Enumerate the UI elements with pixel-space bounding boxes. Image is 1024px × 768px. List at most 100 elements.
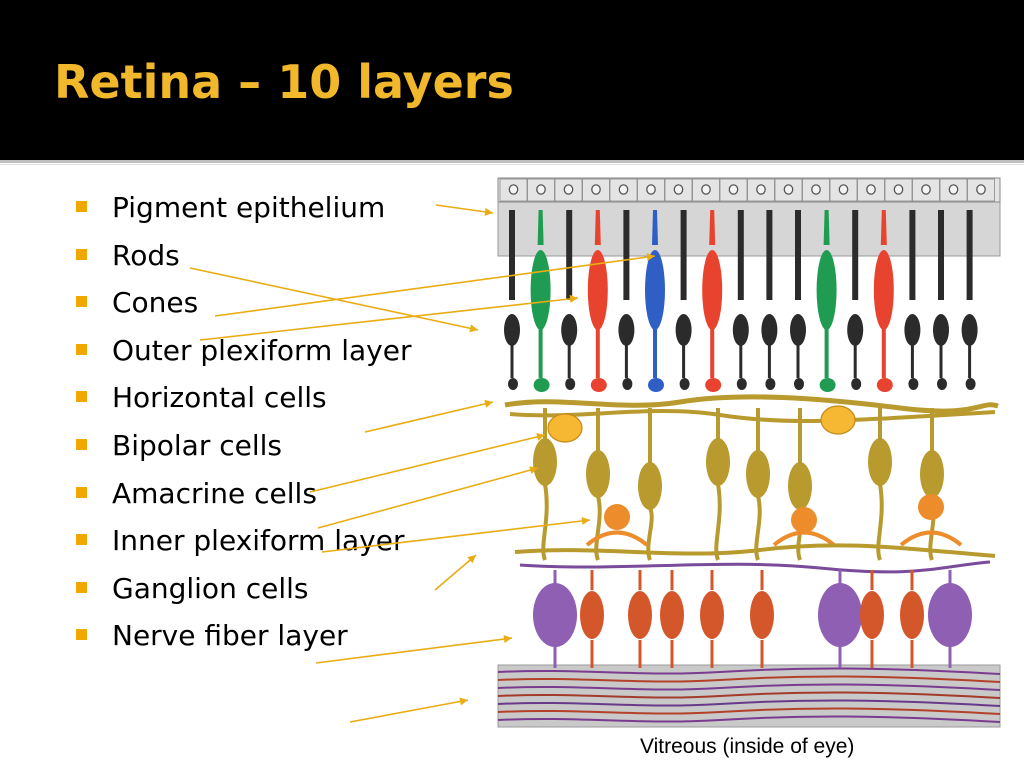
- epithelium-cell: [802, 178, 830, 202]
- list-item-label: Rods: [112, 238, 180, 272]
- nerve-fiber: [497, 675, 1001, 683]
- rod-terminal: [508, 378, 518, 390]
- slide-header: [0, 0, 1024, 160]
- epithelium-cell: [857, 178, 885, 202]
- epithelium-cell: [637, 178, 665, 202]
- epithelium-nucleus: [783, 184, 794, 195]
- pointer-arrow-line: [317, 467, 539, 529]
- outer-plexiform-fiber: [504, 394, 999, 414]
- epithelium-nucleus: [618, 184, 629, 195]
- square-bullet-icon: [76, 248, 87, 260]
- list-item-label: Amacrine cells: [112, 476, 317, 510]
- bipolar-axon: [594, 495, 602, 561]
- cone-outer-segment: [709, 210, 716, 245]
- epithelium-nucleus: [591, 184, 601, 195]
- epithelium-cell: [719, 178, 748, 202]
- arrowhead-icon: [469, 324, 478, 333]
- horizontal-cell: [820, 405, 856, 435]
- bipolar-axon: [714, 483, 722, 561]
- pointer-arrow-line: [309, 434, 546, 493]
- epithelium-cell: [499, 178, 528, 202]
- rod-cell-body: [847, 314, 864, 346]
- horizontal-cell: [547, 413, 583, 443]
- bipolar-cell: [920, 450, 944, 498]
- nerve-fiber: [497, 691, 1001, 699]
- list-item-label: Cones: [112, 286, 199, 320]
- list-item: Horizontal cells: [70, 374, 411, 422]
- rod-outer-segment: [623, 210, 630, 300]
- rod-outer-segment: [766, 210, 773, 300]
- rod-terminal: [851, 378, 862, 390]
- rod-cell-body: [790, 314, 806, 346]
- epithelium-cell: [967, 178, 995, 202]
- ganglion-cell: [928, 583, 972, 647]
- epithelium-cell: [774, 178, 803, 202]
- cone-pedicle: [533, 378, 550, 392]
- epithelium-nucleus: [921, 184, 931, 195]
- rod-cell-body: [561, 314, 578, 346]
- arrowhead-icon: [467, 555, 476, 564]
- rod-terminal: [565, 378, 576, 390]
- arrowhead-icon: [503, 635, 512, 643]
- epithelium-nucleus: [701, 184, 711, 195]
- bipolar-cell: [706, 438, 730, 486]
- epithelium-nucleus: [866, 184, 876, 195]
- layer-list: Pigment epithelium Rods Cones Outer plex…: [70, 184, 411, 660]
- rod-terminal: [736, 378, 747, 390]
- cone-inner-segment: [645, 250, 665, 330]
- list-item-label: Bipolar cells: [112, 428, 283, 462]
- amacrine-process: [585, 530, 649, 547]
- list-item: Bipolar cells: [70, 422, 411, 470]
- list-item: Nerve fiber layer: [70, 612, 411, 660]
- epithelium-nucleus: [646, 184, 656, 195]
- rod-cell-body: [618, 314, 635, 346]
- layer-arrows: [189, 204, 656, 723]
- cone-pedicle: [705, 378, 722, 392]
- epithelium-nucleus: [948, 184, 959, 195]
- epithelium-cell: [664, 178, 693, 202]
- epithelium-nucleus: [893, 184, 904, 195]
- amacrine-process: [772, 530, 836, 547]
- rod-cell-body: [675, 314, 692, 346]
- list-item: Pigment epithelium: [70, 184, 411, 232]
- epithelium-cell: [912, 178, 940, 202]
- epithelium-nucleus: [508, 184, 519, 195]
- pointer-arrow-line: [315, 637, 513, 664]
- arrowhead-icon: [569, 294, 578, 303]
- pointer-arrow-line: [434, 554, 477, 591]
- cone-outer-segment: [537, 210, 544, 245]
- square-bullet-icon: [76, 343, 87, 355]
- epithelium-nucleus: [811, 184, 821, 195]
- square-bullet-icon: [76, 629, 87, 641]
- ganglion-cell: [900, 591, 924, 639]
- epithelium-cell: [747, 178, 775, 202]
- rod-cell-body: [904, 314, 921, 346]
- rod-outer-segment: [966, 210, 973, 300]
- rod-outer-segment: [938, 210, 944, 300]
- amacrine-cell: [918, 494, 944, 520]
- square-bullet-icon: [76, 438, 87, 450]
- bipolar-cell: [788, 462, 812, 510]
- rod-outer-segment: [566, 210, 573, 300]
- cone-outer-segment: [823, 210, 830, 245]
- bipolar-axon: [876, 483, 884, 561]
- ganglion-cell: [818, 583, 862, 647]
- list-item: Rods: [70, 232, 411, 280]
- cone-inner-segment: [816, 250, 837, 330]
- rod-cell-body: [761, 314, 778, 346]
- ganglion-cell: [700, 591, 724, 639]
- rod-outer-segment: [909, 210, 916, 300]
- pointer-arrow-line: [435, 204, 494, 214]
- nerve-fiber: [497, 683, 1001, 691]
- ganglion-cell: [628, 591, 652, 639]
- epithelium-nucleus: [563, 184, 574, 195]
- square-bullet-icon: [76, 534, 87, 546]
- arrowhead-icon: [536, 432, 545, 441]
- ganglion-cell: [533, 583, 577, 647]
- inner-plexiform-fiber: [519, 560, 991, 574]
- bipolar-cell: [868, 438, 892, 486]
- retina-cells: [504, 210, 999, 668]
- bipolar-cell: [533, 438, 557, 486]
- cone-outer-segment: [594, 210, 601, 245]
- header-divider-light: [0, 164, 1024, 165]
